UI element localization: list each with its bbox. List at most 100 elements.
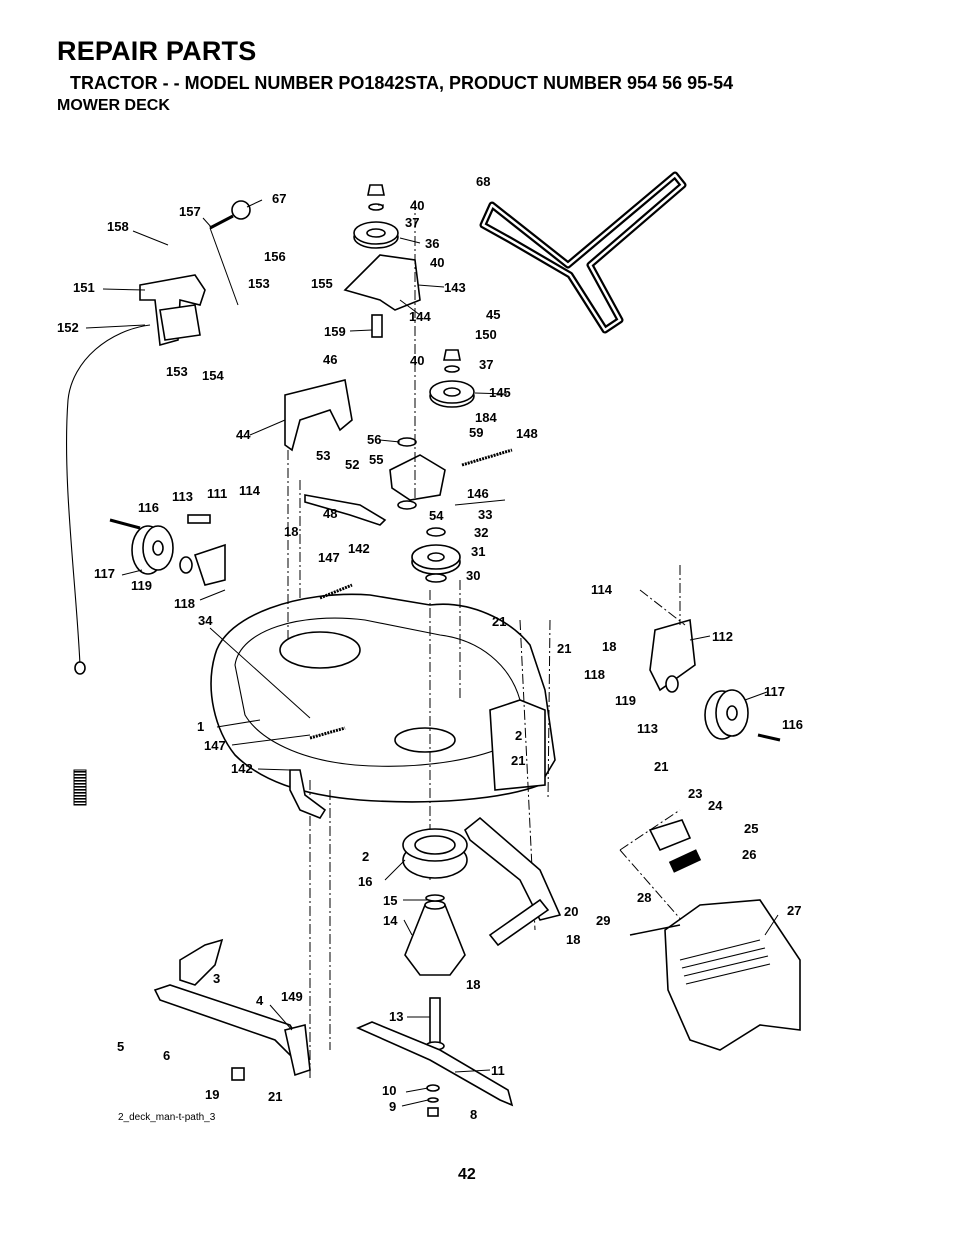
callout-3: 3 <box>213 971 220 986</box>
callout-37-a: 37 <box>405 215 419 230</box>
callout-118-a: 118 <box>174 596 195 611</box>
callout-11: 11 <box>491 1063 505 1078</box>
idler-bracket-143 <box>343 254 421 311</box>
callout-54: 54 <box>429 508 444 523</box>
callout-56: 56 <box>367 432 381 447</box>
callout-149: 149 <box>281 989 303 1004</box>
callout-113-a: 113 <box>172 489 193 504</box>
callout-147-a: 147 <box>318 550 340 565</box>
page-number: 42 <box>458 1166 476 1183</box>
callout-148: 148 <box>516 426 538 441</box>
callout-2-b: 2 <box>362 849 369 864</box>
callout-5: 5 <box>117 1039 124 1054</box>
callout-34: 34 <box>198 613 213 628</box>
callout-9: 9 <box>389 1099 396 1114</box>
callout-18-d: 18 <box>466 977 480 992</box>
callout-8: 8 <box>470 1107 477 1122</box>
callout-184: 184 <box>475 410 497 425</box>
callout-159: 159 <box>324 324 346 339</box>
callout-144: 144 <box>409 309 431 324</box>
model-subtitle: TRACTOR - - MODEL NUMBER PO1842STA, PROD… <box>70 73 734 93</box>
callout-labels: 67 157 158 151 152 153 154 156 155 153 4… <box>57 174 803 1122</box>
callout-52: 52 <box>345 457 359 472</box>
callout-147-b: 147 <box>204 738 226 753</box>
callout-145: 145 <box>489 385 511 400</box>
callout-25: 25 <box>744 821 758 836</box>
callout-40-c: 40 <box>410 353 424 368</box>
callout-153-a: 153 <box>166 364 188 379</box>
callout-117-b: 117 <box>764 684 785 699</box>
callout-157: 157 <box>179 204 201 219</box>
callout-1: 1 <box>197 719 204 734</box>
callout-21-d: 21 <box>654 759 668 774</box>
callout-44: 44 <box>236 427 251 442</box>
callout-46: 46 <box>323 352 337 367</box>
callout-14: 14 <box>383 913 398 928</box>
lift-handle-knob <box>231 200 251 220</box>
callout-112: 112 <box>712 629 733 644</box>
callout-150: 150 <box>475 327 497 342</box>
callout-21-c: 21 <box>511 753 525 768</box>
cable-ferrule <box>74 661 86 675</box>
mower-blade <box>356 1021 514 1107</box>
diagram-caption: 2_deck_man-t-path_3 <box>118 1112 216 1123</box>
callout-113-b: 113 <box>637 721 658 736</box>
callout-31: 31 <box>471 544 485 559</box>
deck-bracket-142 <box>289 769 327 819</box>
callout-111: 111 <box>207 486 227 501</box>
callout-119-b: 119 <box>615 693 636 708</box>
callout-10: 10 <box>382 1083 396 1098</box>
callout-116-a: 116 <box>138 500 159 515</box>
callout-59: 59 <box>469 425 483 440</box>
callout-28: 28 <box>637 890 651 905</box>
callout-2-a: 2 <box>515 728 522 743</box>
stabilizer-bar <box>463 816 562 921</box>
callout-16: 16 <box>358 874 372 889</box>
callout-29: 29 <box>596 913 610 928</box>
callout-33: 33 <box>478 507 492 522</box>
lift-cable <box>65 324 151 666</box>
callout-45: 45 <box>486 307 500 322</box>
callout-55: 55 <box>369 452 383 467</box>
callout-18-c: 18 <box>566 932 580 947</box>
cable-spring <box>73 769 87 806</box>
callout-143: 143 <box>444 280 466 295</box>
callout-20: 20 <box>564 904 578 919</box>
page-title: REPAIR PARTS <box>57 36 257 66</box>
callout-146: 146 <box>467 486 489 501</box>
callout-13: 13 <box>389 1009 403 1024</box>
callout-4: 4 <box>256 993 264 1008</box>
callout-15: 15 <box>383 893 397 908</box>
spindle-shaft <box>429 997 441 1044</box>
deck-arm-53 <box>304 494 387 526</box>
callout-118-b: 118 <box>584 667 605 682</box>
callout-114-a: 114 <box>239 483 261 498</box>
callout-27: 27 <box>787 903 801 918</box>
idler-arm <box>389 454 446 501</box>
callout-21-b: 21 <box>557 641 571 656</box>
callout-152: 152 <box>57 320 79 335</box>
discharge-chute <box>664 899 801 1051</box>
callout-23: 23 <box>688 786 702 801</box>
callout-18-a: 18 <box>284 524 298 539</box>
callout-21-a: 21 <box>492 614 506 629</box>
callout-24: 24 <box>708 798 723 813</box>
belt-guard <box>284 379 353 452</box>
callout-158: 158 <box>107 219 129 234</box>
callout-67: 67 <box>272 191 286 206</box>
callout-19: 19 <box>205 1087 219 1102</box>
callout-117-a: 117 <box>94 566 115 581</box>
callout-30: 30 <box>466 568 480 583</box>
callout-26: 26 <box>742 847 756 862</box>
callout-153-b: 153 <box>248 276 270 291</box>
callout-154: 154 <box>202 368 224 383</box>
callout-53: 53 <box>316 448 330 463</box>
callout-114-b: 114 <box>591 582 613 597</box>
callout-119-a: 119 <box>131 578 152 593</box>
callout-32: 32 <box>474 525 488 540</box>
section-title: MOWER DECK <box>57 97 170 114</box>
callout-37-b: 37 <box>479 357 493 372</box>
callout-142-a: 142 <box>348 541 370 556</box>
callout-6: 6 <box>163 1048 170 1063</box>
